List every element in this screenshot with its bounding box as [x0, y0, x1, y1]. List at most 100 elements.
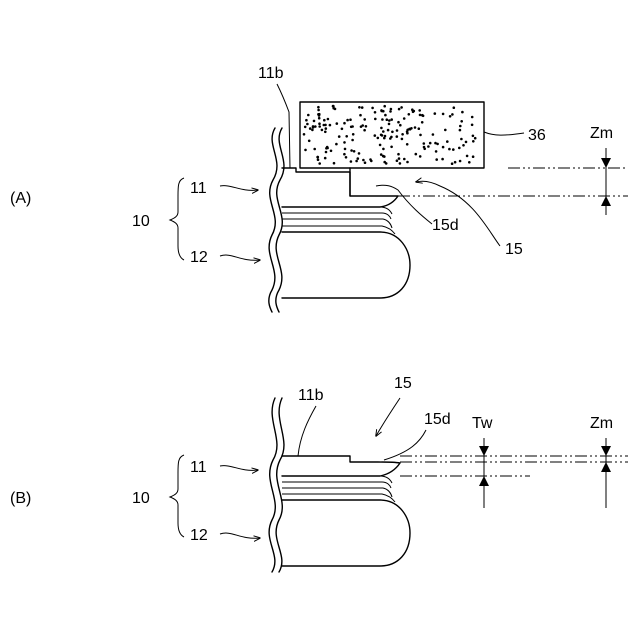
abrasive-dot	[444, 129, 447, 132]
abrasive-dot	[449, 115, 452, 118]
abrasive-dot	[318, 162, 321, 165]
panel-a-edge-face-leader	[376, 185, 432, 224]
abrasive-dot	[434, 112, 437, 115]
abrasive-dot	[304, 149, 307, 152]
panel-b: (B) 11b 15 15d 10 11 12 Tw Zm	[10, 375, 628, 572]
panel-b-label: (B)	[10, 490, 31, 507]
abrasive-dot	[442, 146, 445, 149]
abrasive-dot	[374, 134, 377, 137]
abrasive-dot	[324, 131, 327, 134]
abrasive-dot	[398, 157, 401, 160]
abrasive-dot	[399, 124, 402, 127]
abrasive-dot	[435, 158, 438, 161]
abrasive-dot	[408, 113, 411, 116]
abrasive-dot	[312, 125, 315, 128]
abrasive-dot	[459, 125, 462, 128]
panel-a-brace	[170, 178, 184, 260]
panel-b-edge-face-label: 15d	[424, 411, 451, 428]
abrasive-dot	[451, 162, 454, 165]
abrasive-dot	[383, 105, 386, 108]
panel-a-substrate-12	[282, 232, 410, 298]
abrasive-dot	[406, 132, 409, 135]
panel-b-layer-11-arrow	[220, 466, 258, 471]
abrasive-dot	[305, 119, 308, 122]
abrasive-dot	[343, 153, 346, 156]
abrasive-dot	[389, 110, 392, 113]
abrasive-dot	[303, 133, 306, 136]
abrasive-dot	[390, 146, 393, 149]
abrasive-dot	[363, 118, 366, 121]
abrasive-dot	[414, 126, 417, 129]
abrasive-dot	[323, 124, 326, 127]
abrasive-dot	[318, 117, 321, 120]
abrasive-dot	[419, 134, 422, 137]
abrasive-dot	[344, 148, 347, 151]
abrasive-dot	[327, 118, 330, 121]
abrasive-dot	[396, 135, 399, 138]
panel-a-break-line-right	[276, 128, 284, 312]
abrasive-dot	[435, 150, 438, 153]
abrasive-dot	[454, 161, 457, 164]
abrasive-dot	[309, 127, 312, 130]
panel-a-layer-11-arrow	[220, 186, 258, 191]
panel-b-layer-12-arrow	[220, 533, 260, 538]
abrasive-dot	[318, 122, 321, 125]
abrasive-dot	[332, 105, 335, 108]
abrasive-dot	[400, 106, 403, 109]
abrasive-dot	[446, 140, 449, 143]
panel-a-surface-label: 11b	[258, 65, 284, 82]
abrasive-dot	[374, 118, 377, 121]
abrasive-dot	[358, 152, 361, 155]
abrasive-dot	[448, 148, 451, 151]
abrasive-dot	[341, 128, 344, 131]
abrasive-dot	[432, 133, 435, 136]
abrasive-dot	[374, 111, 377, 114]
abrasive-dot	[318, 125, 321, 128]
panel-b-dim-tw-arrow-top	[479, 446, 489, 456]
panel-a-edge-label: 15	[505, 241, 523, 258]
abrasive-dot	[316, 156, 319, 159]
panel-a-bond-layers	[282, 207, 395, 234]
abrasive-dot	[362, 159, 365, 162]
panel-b-layer-11-label: 11	[190, 459, 207, 476]
abrasive-dot	[471, 116, 474, 119]
panel-a-edge-face-label: 15d	[432, 217, 459, 234]
abrasive-dot	[350, 160, 353, 163]
abrasive-dot	[390, 108, 393, 111]
panel-b-edge-arrow	[376, 398, 400, 436]
abrasive-dot	[377, 137, 380, 140]
abrasive-dot	[380, 134, 383, 137]
abrasive-dot	[401, 138, 404, 141]
abrasive-dot	[406, 143, 409, 146]
abrasive-dot	[326, 146, 329, 149]
abrasive-dot	[418, 109, 421, 112]
abrasive-dot	[421, 121, 424, 124]
panel-a-layer-11-label: 11	[190, 180, 207, 197]
abrasive-dot	[345, 135, 348, 138]
abrasive-dot	[397, 121, 400, 124]
abrasive-dot	[466, 155, 469, 158]
panel-a-dim-label: Zm	[590, 125, 613, 142]
abrasive-dot	[418, 127, 421, 130]
abrasive-dot	[452, 148, 455, 151]
abrasive-dot	[422, 115, 425, 118]
abrasive-dot	[335, 143, 338, 146]
abrasive-dot	[388, 119, 391, 122]
panel-a-tool-abrasive-dots	[303, 105, 477, 165]
abrasive-dot	[411, 108, 414, 111]
abrasive-dot	[396, 129, 399, 132]
abrasive-dot	[364, 161, 367, 164]
abrasive-dot	[313, 148, 316, 151]
abrasive-dot	[330, 150, 333, 153]
abrasive-dot	[419, 155, 422, 158]
abrasive-dot	[306, 123, 309, 126]
abrasive-dot	[453, 106, 456, 109]
panel-a-grinding-tool	[300, 102, 484, 168]
abrasive-dot	[380, 127, 383, 130]
abrasive-dot	[429, 142, 432, 145]
panel-a-tool-leader	[484, 132, 524, 135]
abrasive-dot	[317, 109, 320, 112]
panel-a-wafer-label: 10	[132, 213, 150, 230]
abrasive-dot	[304, 126, 307, 129]
